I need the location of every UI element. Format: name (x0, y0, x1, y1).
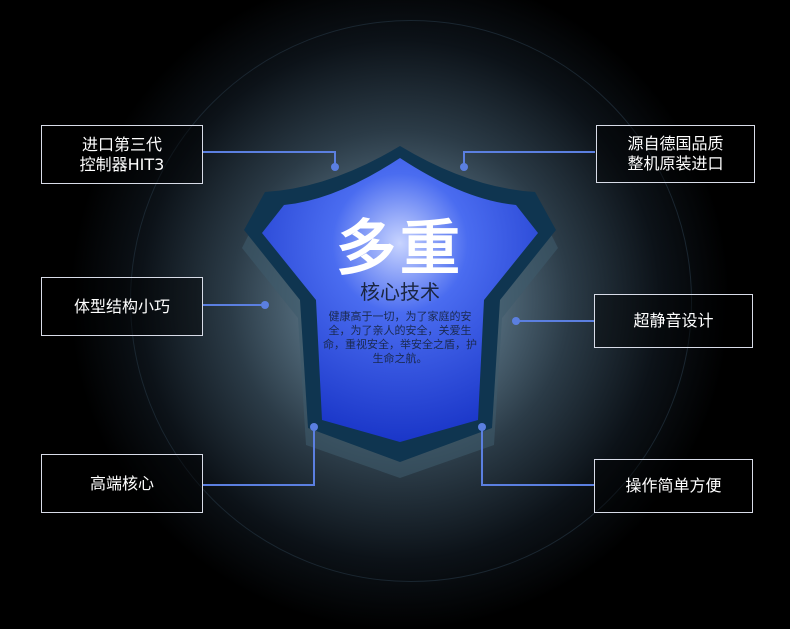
connector-line-1 (203, 151, 336, 167)
feature-box-compact: 体型结构小巧 (41, 277, 203, 336)
shield-inner (262, 158, 538, 442)
connector-line-3 (203, 427, 315, 486)
connector-dot (310, 423, 318, 431)
connector-dot (478, 423, 486, 431)
feature-box-controller: 进口第三代 控制器HIT3 (41, 125, 203, 184)
connector-line-4 (463, 151, 595, 167)
decorative-ring (130, 20, 692, 582)
connector-dot (512, 317, 520, 325)
feature-box-easy: 操作简单方便 (594, 459, 753, 513)
connector-dot (331, 163, 339, 171)
shield-description: 健康高于一切，为了家庭的安全，为了亲人的安全，关爱生命，重视安全，举安全之盾，护… (323, 310, 477, 365)
connector-line-6 (481, 427, 594, 486)
shield-title: 多重 (336, 214, 464, 284)
connector-dot (261, 301, 269, 309)
shield-subtitle: 核心技术 (360, 280, 440, 304)
connector-dot (460, 163, 468, 171)
feature-box-silent: 超静音设计 (594, 294, 753, 348)
feature-box-german-quality: 源自德国品质 整机原装进口 (596, 125, 755, 183)
feature-box-core: 高端核心 (41, 454, 203, 513)
